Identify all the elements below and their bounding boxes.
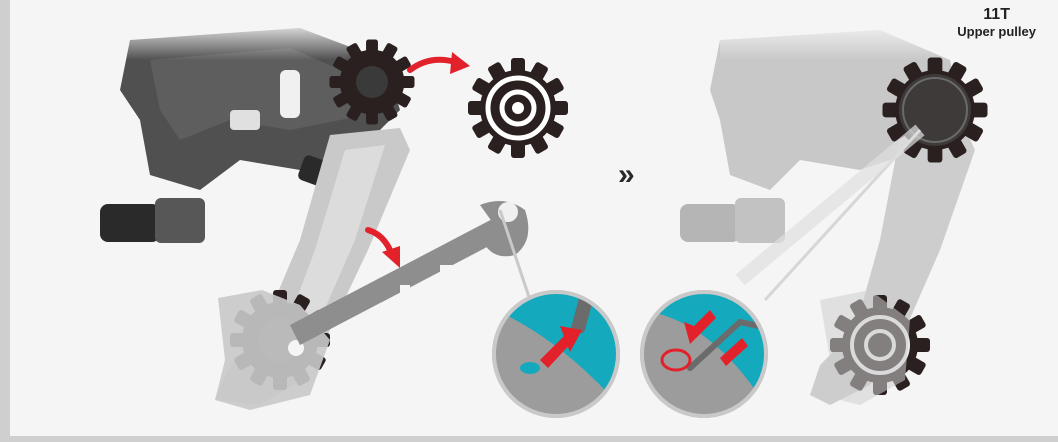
pulley-name: Upper pulley (957, 24, 1036, 40)
pulley-teeth-count: 11T (957, 6, 1036, 24)
derailleur-left (100, 20, 528, 410)
pulley-label: 11T Upper pulley (957, 6, 1036, 40)
zoom-allen-key-icon (640, 290, 780, 430)
step-arrow-icon: » (618, 158, 629, 192)
removed-pulley-icon (468, 58, 568, 158)
